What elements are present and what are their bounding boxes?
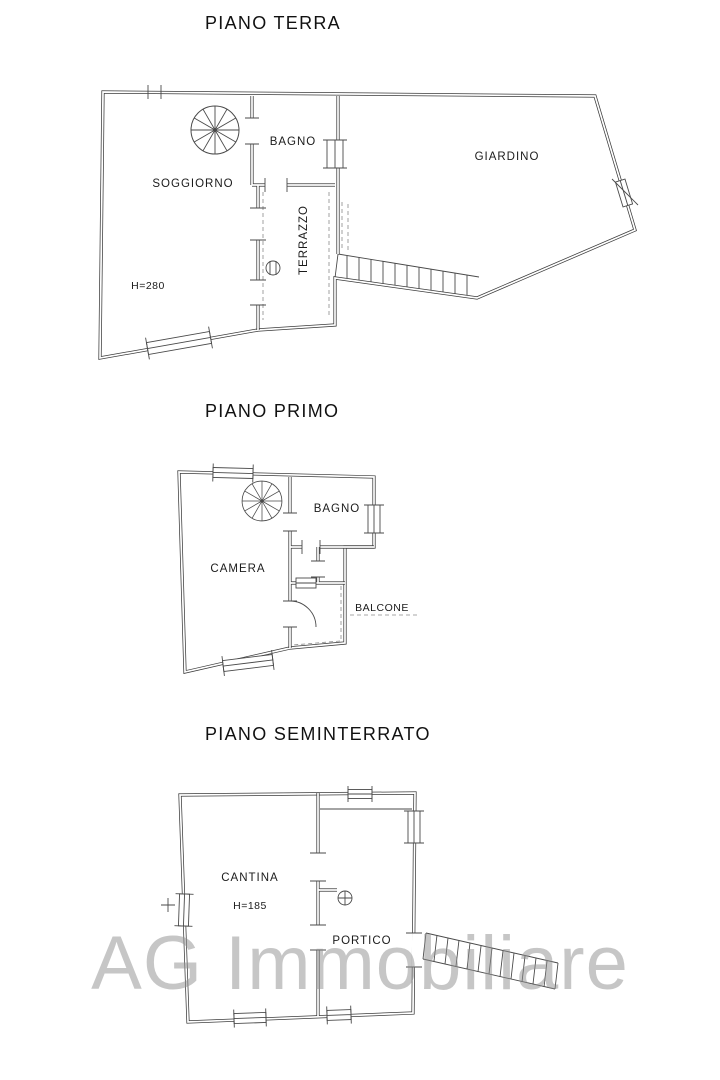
window-lines [326,1005,352,1025]
window-icon [174,893,194,927]
room-label-giardino: GIARDINO [475,151,540,163]
window-lines [404,810,424,844]
window-icon [323,139,347,169]
plan-title-piano-terra: PIANO TERRA [205,13,341,33]
spiral-staircase [241,480,283,522]
interior-walls-inner [289,477,374,648]
room-label-balcone: BALCONE [355,602,409,614]
plan-title-piano-seminterrato: PIANO SEMINTERRATO [205,724,431,744]
garden-hatch [341,202,349,250]
window-icon [295,577,317,589]
room-label-soggiorno: SOGGIORNO [152,178,233,190]
floorplan-piano-terra: SOGGIORNO BAGNO TERRAZZO GIARDINO H=280 [98,85,639,360]
window-lines [145,326,213,360]
stairs-rungs [433,934,548,988]
window-lines [174,893,194,927]
wall-ticks [147,85,288,306]
stairs-rails [334,253,480,279]
door-line [619,180,629,206]
terrace-hatch [262,192,330,320]
room-label-portico: PORTICO [332,935,391,947]
window-lines [233,1008,267,1028]
external-stairs-icon [422,932,559,990]
fixture-icon [265,260,281,276]
fixture-lines [269,261,277,275]
window-icon [404,810,424,844]
window-icon [233,1008,267,1028]
window-lines [221,649,275,677]
door-icon [611,178,639,208]
window-lines [323,139,347,169]
room-label-cantina: CANTINA [221,872,278,884]
room-label-bagno: BAGNO [270,136,317,148]
property-fill [180,793,415,1022]
room-label-bagno: BAGNO [314,503,361,515]
window-lines [212,463,254,483]
room-label-terrazzo: TERRAZZO [298,205,310,275]
fixture-icon [337,890,353,906]
spiral-staircase [190,105,240,155]
property-outline-inner [179,792,416,1023]
stairs-rungs [346,256,468,297]
floorplan-piano-seminterrato: CANTINA H=185 PORTICO [161,786,559,1028]
window-icon [326,1005,352,1025]
property-outline-inner [178,471,375,674]
fixture-lines [338,891,352,905]
window-icon [145,326,213,360]
room-label-camera: CAMERA [210,563,265,575]
interior-walls-inner [317,793,337,1016]
wall-ticks [161,852,422,968]
balcony-railing [292,586,342,646]
external-stairs-icon [334,253,480,297]
height-note: H=185 [233,900,267,912]
window-icon [347,786,373,802]
window-icon [221,649,275,677]
window-icon [212,463,254,483]
window-lines [364,504,384,534]
property-fill [179,472,374,672]
window-lines [347,786,373,802]
plan-title-piano-primo: PIANO PRIMO [205,401,340,421]
window-icon [364,504,384,534]
property-fill [100,92,635,358]
door-swing-arc [289,600,317,628]
fixture-circle [265,260,281,276]
interior-walls-inner [251,96,339,330]
floorplan-piano-primo: CAMERA BAGNO BALCONE [177,463,417,677]
door-swing [611,178,639,206]
height-note: H=280 [131,280,165,292]
